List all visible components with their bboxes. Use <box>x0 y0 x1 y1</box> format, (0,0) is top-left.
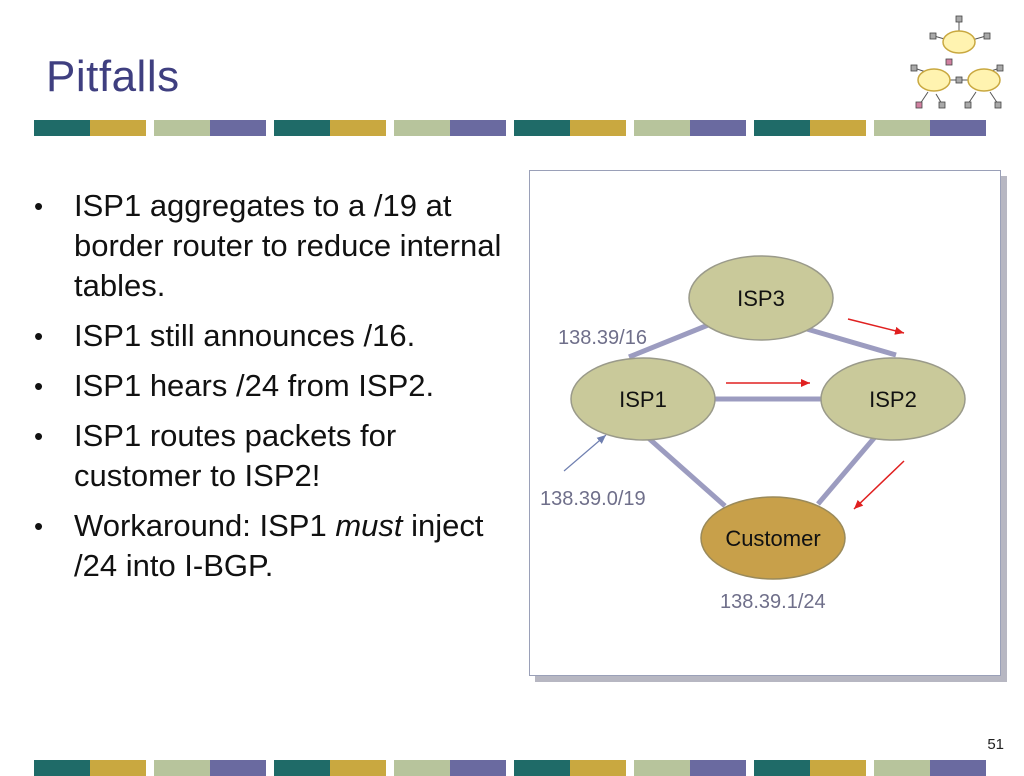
node-customer-label: Customer <box>725 526 820 551</box>
isp1-announce-prefix: 138.39/16 <box>558 327 647 349</box>
link-isp1-customer <box>643 433 727 508</box>
bullet-item: ISP1 hears /24 from ISP2. <box>34 366 504 406</box>
stripe-block <box>754 120 866 136</box>
footer-decorative-stripe <box>34 760 986 776</box>
bullet-text-part: inject /24 into I-BGP. <box>74 508 484 583</box>
customer-prefix: 138.39.1/24 <box>720 591 826 613</box>
stripe-block <box>394 120 506 136</box>
network-clouds-logo-icon <box>910 15 1004 109</box>
bullet-item: ISP1 still announces /16. <box>34 316 504 356</box>
node-isp2-label: ISP2 <box>869 387 917 412</box>
bullet-list: ISP1 aggregates to a /19 at border route… <box>34 186 504 596</box>
node-isp3 <box>688 255 834 341</box>
blue-arrow-to-isp1 <box>563 434 607 472</box>
node-isp3-label: ISP3 <box>737 286 785 311</box>
header-decorative-stripe <box>34 120 986 136</box>
link-isp3-isp2 <box>799 324 897 358</box>
node-isp2 <box>820 357 966 441</box>
slide-title: Pitfalls <box>46 52 180 101</box>
stripe-block <box>874 760 986 776</box>
bullet-text-part: Workaround: ISP1 <box>74 508 336 543</box>
stripe-block <box>634 120 746 136</box>
stripe-block <box>874 120 986 136</box>
network-diagram-svg: ISP3 ISP1 ISP2 Customer 138.39/16 138.39… <box>540 255 966 613</box>
stripe-block <box>34 760 146 776</box>
bullet-item: ISP1 aggregates to a /19 at border route… <box>34 186 504 306</box>
stripe-block <box>514 120 626 136</box>
node-isp1 <box>570 357 716 441</box>
stripe-block <box>154 760 266 776</box>
bullet-item: ISP1 routes packets for customer to ISP2… <box>34 416 504 496</box>
emphasis-text: must <box>335 508 403 543</box>
stripe-block <box>514 760 626 776</box>
isp1-aggregate-prefix: 138.39.0/19 <box>540 488 646 510</box>
stripe-block <box>274 120 386 136</box>
stripe-block <box>754 760 866 776</box>
bullet-item: Workaround: ISP1 must inject /24 into I-… <box>34 506 504 586</box>
network-diagram: ISP3 ISP1 ISP2 Customer 138.39/16 138.39… <box>529 170 1001 676</box>
link-isp2-customer <box>816 435 877 506</box>
node-isp1-label: ISP1 <box>619 387 667 412</box>
red-arrow-isp3-to-isp2 <box>847 318 905 335</box>
red-arrow-isp2-to-customer <box>853 460 905 510</box>
stripe-block <box>634 760 746 776</box>
stripe-block <box>394 760 506 776</box>
stripe-block <box>154 120 266 136</box>
stripe-block <box>34 120 146 136</box>
node-customer <box>700 496 846 580</box>
page-number: 51 <box>987 736 1004 753</box>
stripe-block <box>274 760 386 776</box>
